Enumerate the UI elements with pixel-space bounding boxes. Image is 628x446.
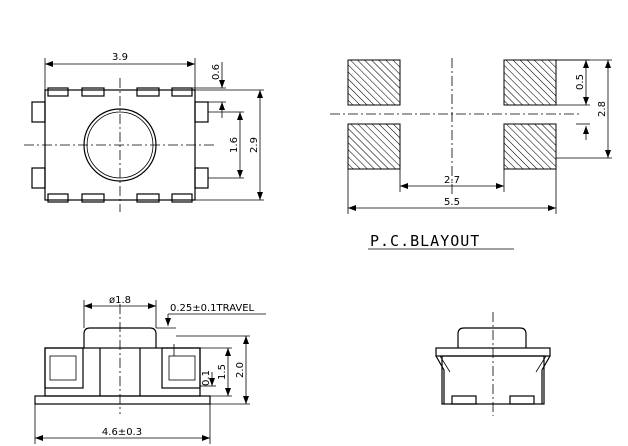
dim-top-width: 3.9	[112, 52, 128, 63]
dim-pad-total-width: 5.5	[444, 197, 460, 208]
front-clip-right	[541, 355, 551, 404]
pcb-layout-title: P.C.BLAYOUT	[370, 232, 480, 250]
top-view: 3.9 0.6 1.6 2.9	[24, 52, 264, 212]
right-pin	[194, 101, 209, 123]
side-leg-inner	[49, 355, 77, 381]
pad-bottom-left	[347, 123, 401, 170]
front-clip-left	[435, 355, 445, 404]
side-leg-inner	[168, 355, 196, 381]
dim-side-total-height: 2.0	[235, 362, 246, 378]
front-clip-right-inner	[535, 355, 550, 373]
dim-pad-inner-gap: 2.7	[444, 175, 460, 186]
front-view	[435, 312, 551, 416]
top-tab	[171, 87, 193, 97]
pcb-layout: 0.5 2.8 2.7 5.5 P.C.BLAYOUT	[330, 58, 612, 250]
side-leg	[44, 347, 84, 389]
dim-top-pin-offset: 0.6	[211, 64, 222, 80]
top-tab	[47, 87, 69, 97]
dim-side-travel: 0.25±0.1TRAVEL	[170, 303, 255, 314]
side-view-base	[34, 395, 211, 405]
dim-top-height: 2.9	[249, 137, 260, 153]
front-view-actuator	[457, 327, 527, 348]
dim-top-pitch: 1.6	[229, 137, 240, 153]
dim-side-stem-offset: 0.1	[201, 370, 212, 386]
top-tab	[81, 87, 105, 97]
dim-side-width: 4.6±0.3	[102, 427, 142, 438]
bottom-tab	[136, 193, 160, 203]
bottom-tab	[47, 193, 69, 203]
side-view: ø1.8 0.25±0.1TRAVEL 0.1 1.5 2.0 4.6±0.3	[34, 295, 266, 444]
dim-pad-height: 0.5	[575, 74, 586, 90]
front-clip-left-inner	[436, 355, 451, 373]
left-pin	[31, 167, 46, 189]
bottom-tab	[171, 193, 193, 203]
dim-pad-total-height: 2.8	[597, 101, 608, 117]
pad-bottom-right	[503, 123, 557, 170]
side-leg	[161, 347, 201, 389]
pad-top-right	[503, 59, 557, 106]
left-pin	[31, 101, 46, 123]
pad-top-left	[347, 59, 401, 106]
front-foot	[509, 395, 535, 405]
dim-side-body-height: 1.5	[217, 364, 228, 380]
front-foot	[451, 395, 477, 405]
dim-side-diameter: ø1.8	[109, 295, 131, 306]
bottom-tab	[81, 193, 105, 203]
side-view-body	[44, 347, 201, 397]
top-tab	[136, 87, 160, 97]
right-pin	[194, 167, 209, 189]
